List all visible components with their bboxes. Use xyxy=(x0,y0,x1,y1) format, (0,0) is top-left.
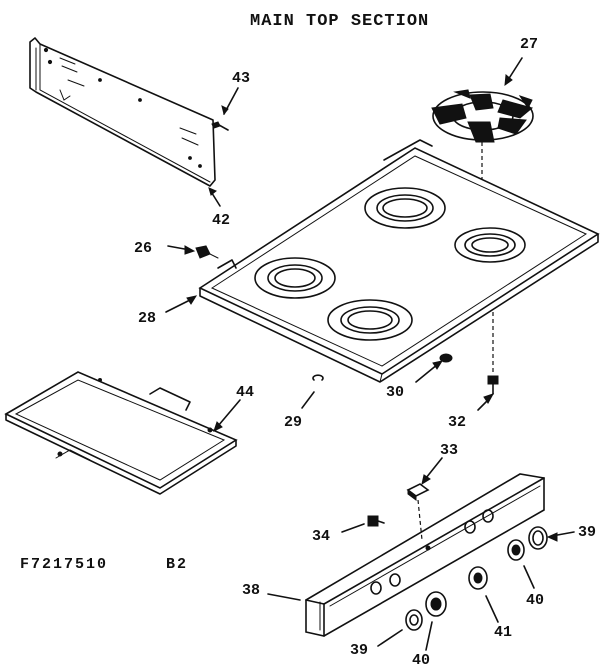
back-bracket-part xyxy=(29,37,216,187)
label-42: 42 xyxy=(212,212,230,229)
burner-grate-part xyxy=(431,89,534,143)
grommet-part xyxy=(439,353,453,363)
arrow-27 xyxy=(504,74,513,87)
diagram-title: MAIN TOP SECTION xyxy=(250,12,429,31)
label-32: 32 xyxy=(448,414,466,431)
label-40-right: 40 xyxy=(526,592,544,609)
leader-41 xyxy=(485,595,499,623)
arrow-33 xyxy=(421,474,431,486)
label-39-right: 39 xyxy=(578,524,596,541)
leader-29 xyxy=(301,391,315,409)
fastener-part xyxy=(487,375,499,395)
leader-30 xyxy=(415,363,439,383)
label-43: 43 xyxy=(232,70,250,87)
knob-right-part xyxy=(507,526,548,561)
nut-part xyxy=(367,515,385,527)
control-panel-part xyxy=(305,473,545,637)
arrow-30 xyxy=(432,360,444,370)
drip-tray-part xyxy=(4,371,238,495)
label-27: 27 xyxy=(520,36,538,53)
leader-38 xyxy=(267,593,301,601)
bracket-part xyxy=(406,483,430,501)
screw-part xyxy=(211,121,229,131)
label-29: 29 xyxy=(284,414,302,431)
arrow-28 xyxy=(186,295,198,305)
drawing-code: F7217510 xyxy=(20,556,108,573)
leader-39-left xyxy=(377,629,403,647)
ring-part xyxy=(312,374,324,381)
clip-part xyxy=(195,245,219,259)
leader-40-right xyxy=(523,565,535,589)
label-26: 26 xyxy=(134,240,152,257)
label-39-left: 39 xyxy=(350,642,368,659)
arrow-26 xyxy=(184,245,196,255)
label-33: 33 xyxy=(440,442,458,459)
knob-left-part xyxy=(405,591,447,631)
label-38: 38 xyxy=(242,582,260,599)
label-30: 30 xyxy=(386,384,404,401)
leader-34 xyxy=(341,523,365,533)
leader-33 xyxy=(425,457,443,479)
label-41: 41 xyxy=(494,624,512,641)
leader-28 xyxy=(165,299,191,313)
leader-44 xyxy=(217,399,241,427)
label-44: 44 xyxy=(236,384,254,401)
arrow-42 xyxy=(208,187,217,196)
arrow-44 xyxy=(213,421,223,432)
cooktop-part xyxy=(198,139,600,383)
leader-40-left xyxy=(425,621,433,651)
label-40-left: 40 xyxy=(412,652,430,669)
label-34: 34 xyxy=(312,528,330,545)
knob-center-part xyxy=(468,566,488,590)
arrow-39-right xyxy=(546,532,558,542)
arrow-32 xyxy=(483,393,495,404)
revision-code: B2 xyxy=(166,556,188,573)
arrow-43 xyxy=(221,105,229,116)
leader-27 xyxy=(507,57,523,81)
label-28: 28 xyxy=(138,310,156,327)
